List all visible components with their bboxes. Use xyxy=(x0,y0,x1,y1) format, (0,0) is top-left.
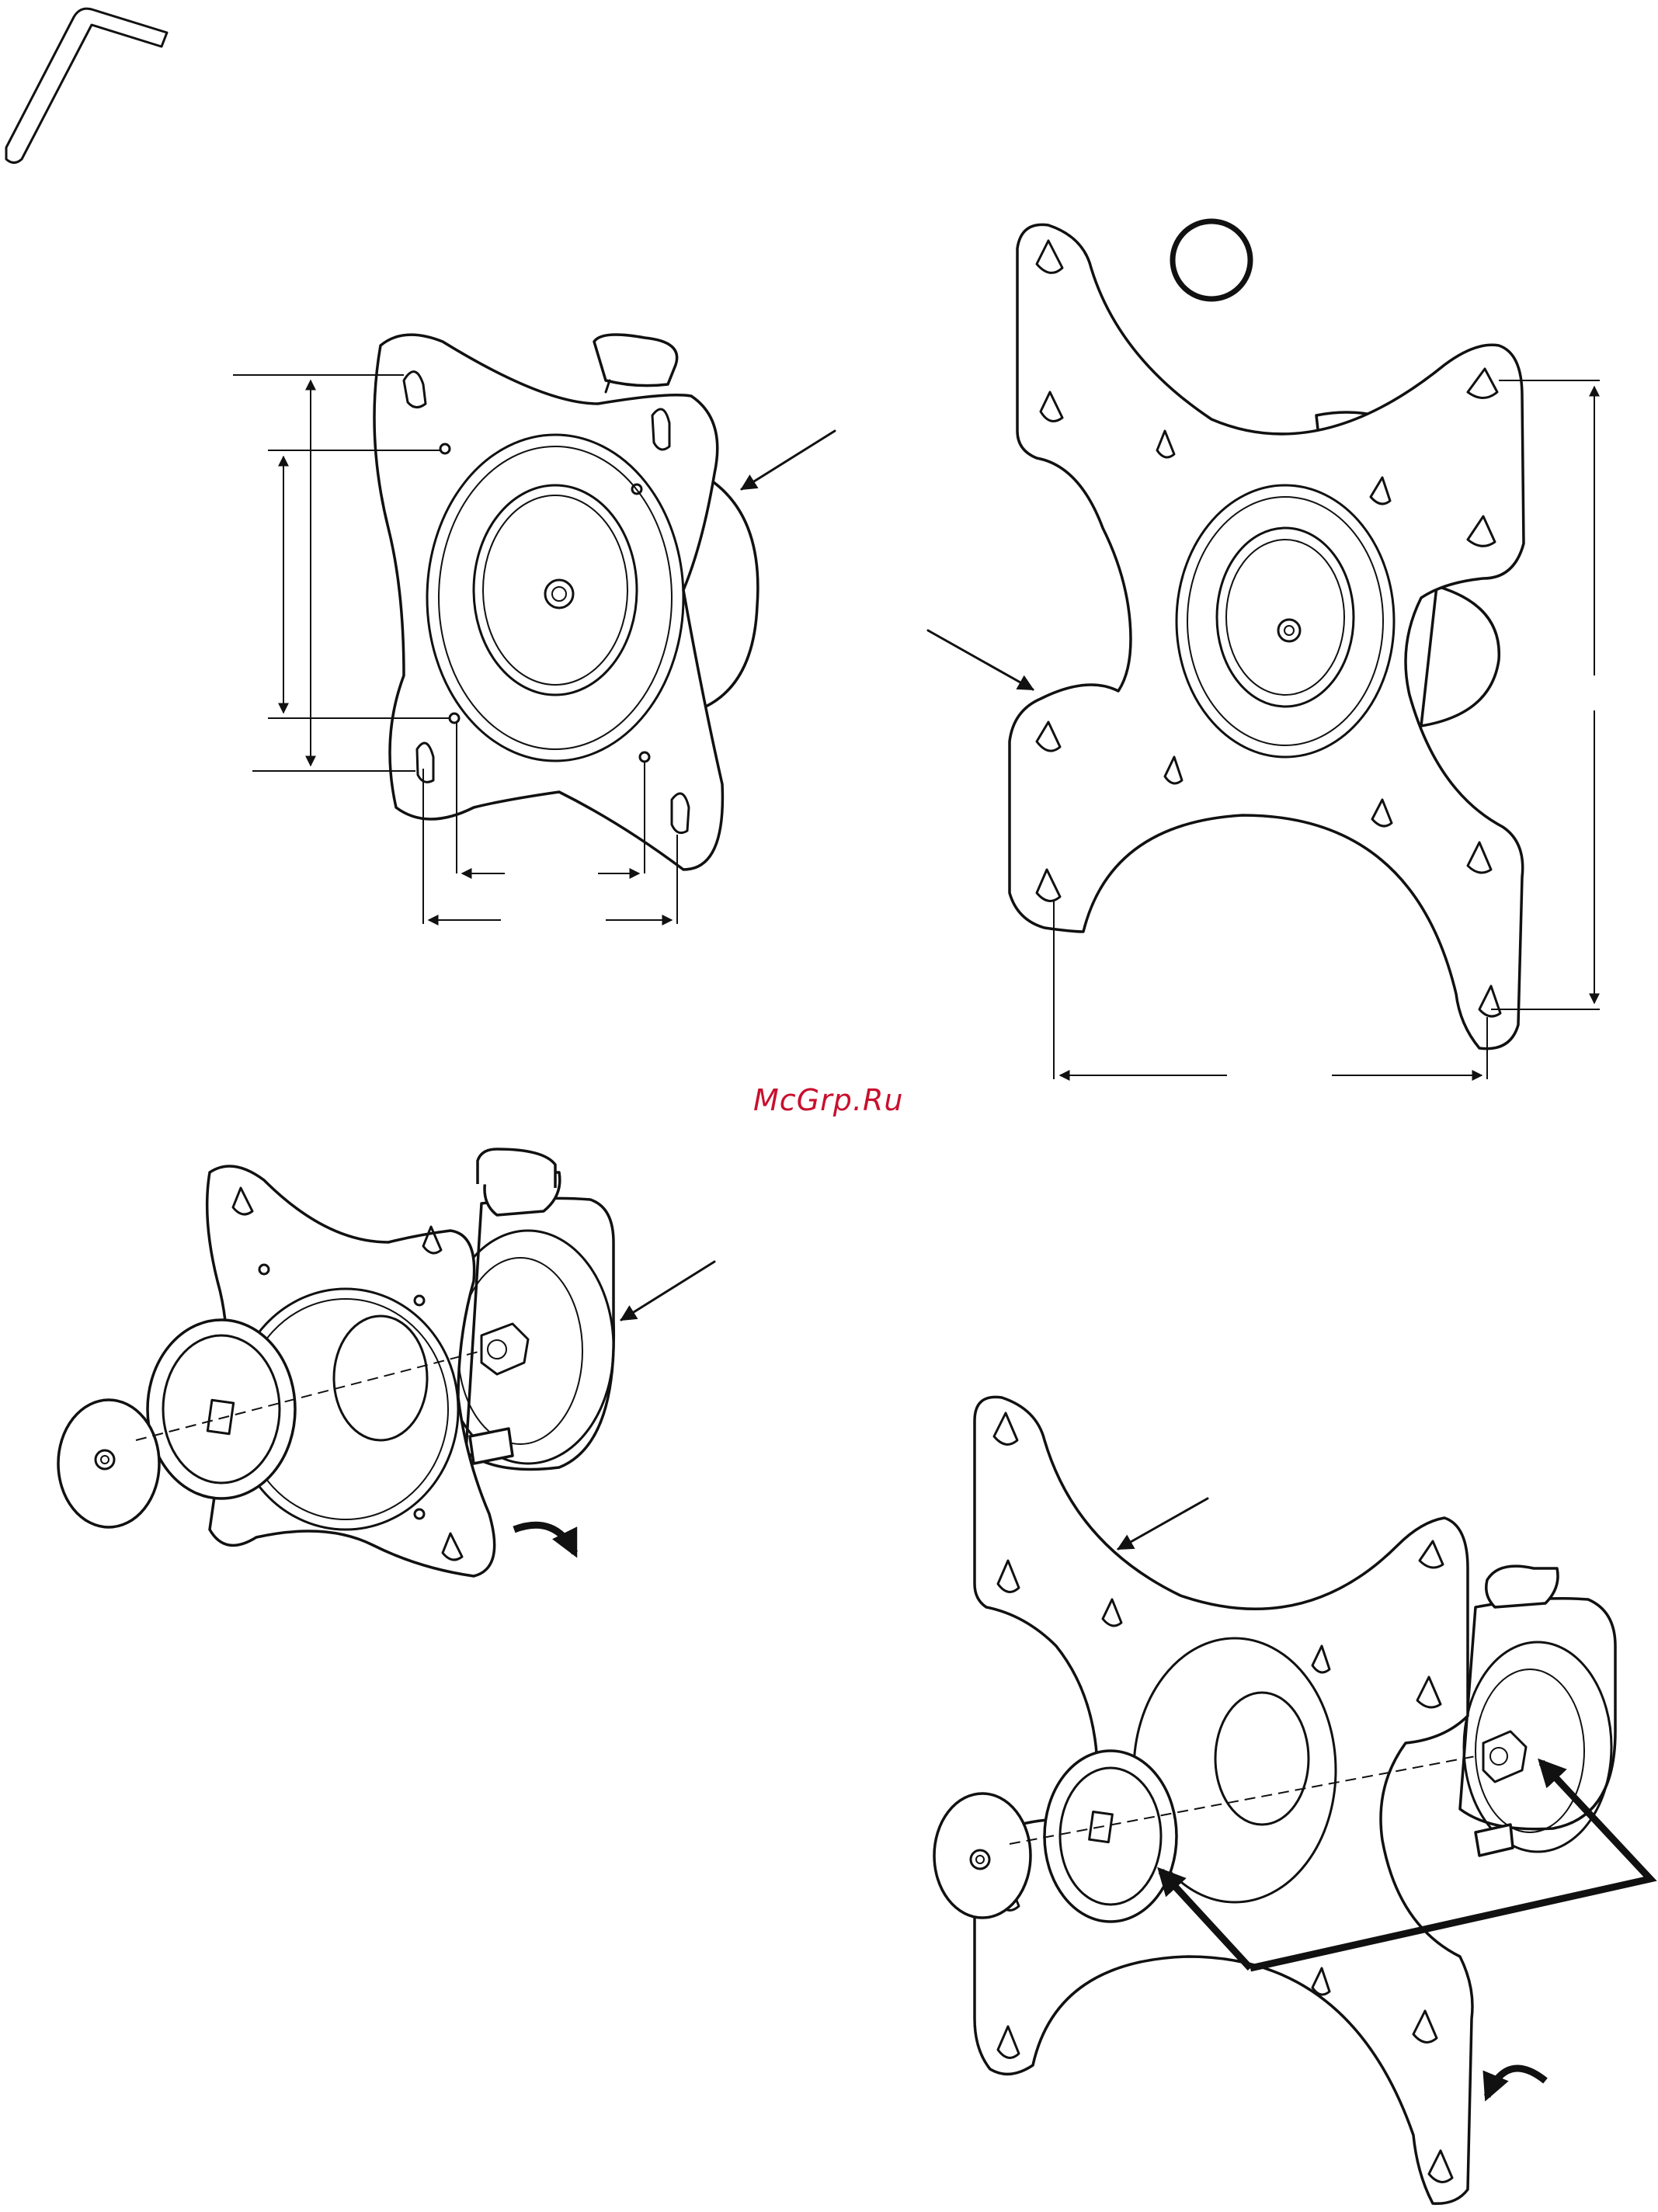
knob-icon xyxy=(594,335,677,392)
small-vesa-plate-dimensioned xyxy=(233,335,835,924)
large-vesa-adapter-plate-dimensioned xyxy=(928,221,1600,1079)
watermark-text: McGrp.Ru xyxy=(753,1083,903,1117)
adapter-plate-exploded-assembly xyxy=(934,1397,1650,2203)
allen-key-icon xyxy=(6,9,167,162)
small-plate-exploded-assembly xyxy=(58,1149,714,1576)
o-ring-icon xyxy=(1173,221,1250,299)
